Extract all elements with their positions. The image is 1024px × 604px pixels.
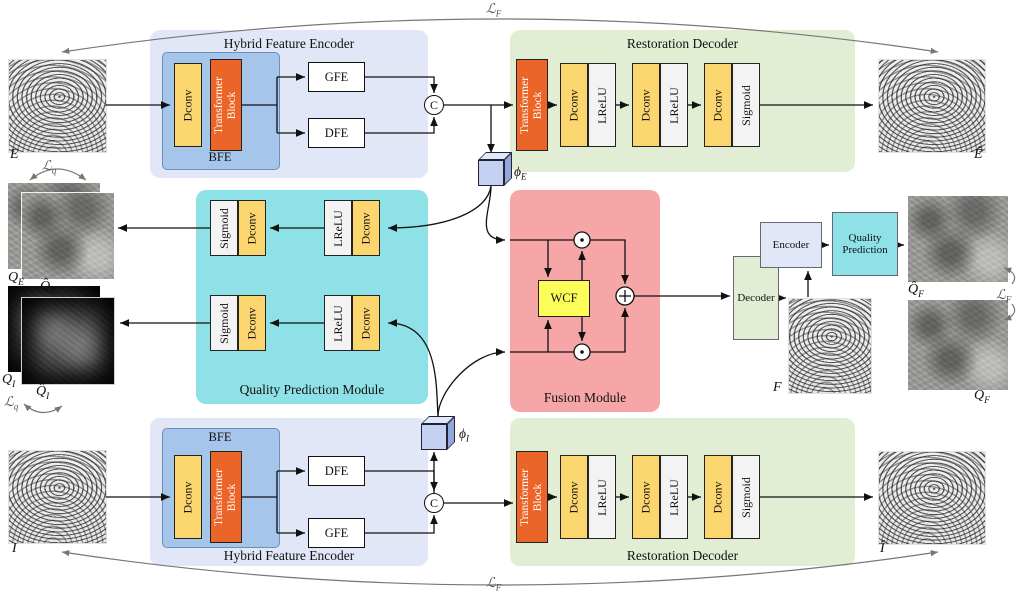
loss-label-right: ℒF (996, 287, 1012, 305)
bfe-label-bottom: BFE (208, 430, 232, 444)
label-phi-I: ϕI (459, 426, 470, 444)
fingerprint-image-E (8, 59, 107, 153)
gfe-box-top: GFE (308, 62, 365, 92)
dconv-block-bottom-decoder-1: Dconv (560, 455, 588, 539)
label-QE-hat: Q̂E (40, 279, 56, 297)
restoration-decoder-top-title: Restoration Decoder (626, 36, 739, 51)
dconv-block-top-encoder: Dconv (174, 63, 202, 147)
quality-map-QI-hat (22, 298, 114, 384)
bfe-label-top: BFE (208, 150, 232, 164)
label-I: I (12, 541, 17, 556)
lrelu-block-bottom-decoder-1: LReLU (588, 455, 616, 539)
fingerprint-image-F (788, 298, 872, 394)
hybrid-feature-encoder-top-title: Hybrid Feature Encoder (223, 36, 355, 51)
encoder-box: Encoder (760, 222, 822, 268)
loss-label-top: ℒF (486, 1, 502, 19)
label-QI: QI (2, 372, 16, 390)
transformer-block-bottom-encoder: Transformer Block (210, 451, 242, 543)
transformer-block-bottom-decoder: Transformer Block (516, 451, 548, 543)
concat-node-bottom: C (424, 493, 444, 513)
dconv-block-bottom-decoder-3: Dconv (704, 455, 732, 539)
hybrid-feature-encoder-bottom-title: Hybrid Feature Encoder (223, 548, 355, 563)
label-I-hat: Î (880, 541, 885, 556)
sigmoid-block-bottom-decoder: Sigmoid (732, 455, 760, 539)
fingerprint-image-E-hat (878, 59, 986, 153)
fingerprint-image-I (8, 450, 107, 544)
quality-prediction-module-title: Quality Prediction Module (239, 382, 385, 397)
lrelu-block-top-decoder-2: LReLU (660, 63, 688, 147)
dconv-block-qpm-row1-right: Dconv (352, 200, 380, 256)
label-E-hat: Ê (974, 147, 983, 162)
decoder-box: Decoder (733, 256, 779, 340)
label-QI-hat: Q̂I (36, 384, 50, 402)
concat-node-top: C (424, 95, 444, 115)
wcf-box: WCF (538, 280, 590, 317)
sigmoid-block-qpm-row2: Sigmoid (210, 295, 238, 351)
quality-map-QF-hat (908, 196, 1008, 282)
loss-label-bottom: ℒF (486, 575, 502, 593)
fusion-module-title: Fusion Module (543, 390, 627, 405)
sigmoid-block-top-decoder: Sigmoid (732, 63, 760, 147)
restoration-decoder-bottom-title: Restoration Decoder (626, 548, 739, 563)
label-phi-E: ϕE (514, 164, 527, 182)
label-E: E (10, 147, 19, 162)
dconv-block-top-decoder-3: Dconv (704, 63, 732, 147)
dfe-box-top: DFE (308, 118, 365, 148)
quality-map-QF (908, 300, 1008, 390)
loss-label-left-bottom: ℒq (4, 394, 19, 412)
dconv-block-qpm-row2-right: Dconv (352, 295, 380, 351)
lrelu-block-qpm-row1: LReLU (324, 200, 352, 256)
dconv-block-top-decoder-1: Dconv (560, 63, 588, 147)
dfe-box-bottom: DFE (308, 456, 365, 486)
transformer-block-top-encoder: Transformer Block (210, 59, 242, 151)
lrelu-block-top-decoder-1: LReLU (588, 63, 616, 147)
gfe-box-bottom: GFE (308, 518, 365, 548)
lrelu-block-bottom-decoder-2: LReLU (660, 455, 688, 539)
feature-cube-phi-I (421, 424, 447, 450)
feature-cube-phi-E (478, 160, 504, 186)
label-QF-hat: Q̂F (908, 282, 924, 300)
quality-prediction-box: Quality Prediction (832, 212, 898, 276)
sigmoid-block-qpm-row1: Sigmoid (210, 200, 238, 256)
loss-label-left-top: ℒq (42, 158, 57, 176)
dconv-block-bottom-decoder-2: Dconv (632, 455, 660, 539)
dconv-block-qpm-row1-left: Dconv (238, 200, 266, 256)
dconv-block-top-decoder-2: Dconv (632, 63, 660, 147)
label-QE: QE (8, 270, 24, 288)
transformer-block-top-decoder: Transformer Block (516, 59, 548, 151)
lrelu-block-qpm-row2: LReLU (324, 295, 352, 351)
quality-map-QE-hat (22, 193, 114, 279)
dconv-block-bottom-encoder: Dconv (174, 455, 202, 539)
label-QF: QF (974, 388, 990, 406)
fingerprint-image-I-hat (878, 451, 986, 545)
label-F: F (773, 380, 782, 395)
dconv-block-qpm-row2-left: Dconv (238, 295, 266, 351)
